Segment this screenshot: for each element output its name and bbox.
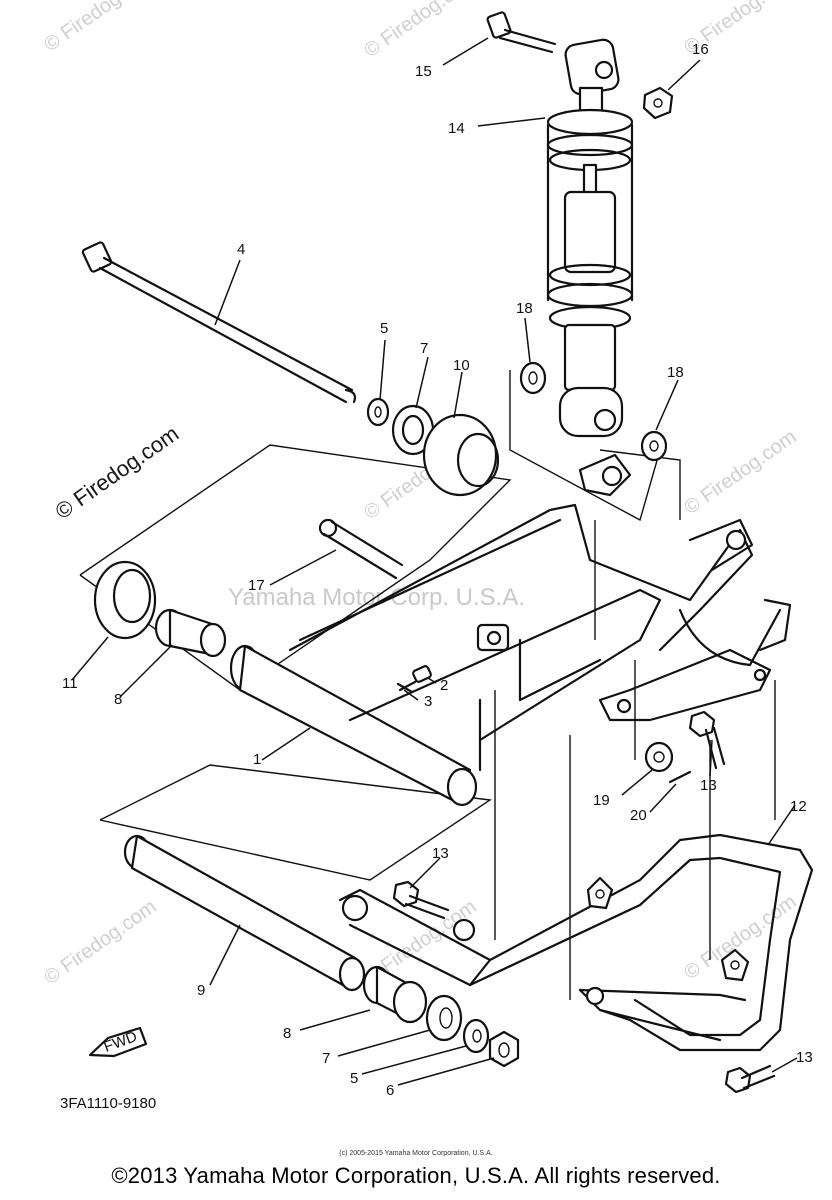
diagram-code: 3FA1110-9180 (60, 1095, 156, 1112)
watermark-center: Yamaha Motor Corp. U.S.A. (228, 584, 525, 611)
nut-16-icon (642, 86, 674, 120)
bolt-13-lower-icon (724, 1064, 776, 1094)
copyright-footer: ©2013 Yamaha Motor Corporation, U.S.A. A… (111, 1163, 721, 1188)
label-18-left: 18 (516, 300, 533, 317)
label-10: 10 (453, 357, 470, 374)
small-copyright: (c) 2005-2015 Yamaha Motor Corporation, … (339, 1150, 493, 1157)
pin-20-icon (668, 770, 692, 784)
watermark-text: © Firedog.com (40, 896, 160, 989)
label-18-right: 18 (667, 364, 684, 381)
shock-absorber-14-icon (546, 38, 634, 438)
label-13-lower: 13 (796, 1049, 813, 1066)
label-5-lower: 5 (350, 1070, 358, 1087)
label-20: 20 (630, 807, 647, 824)
label-7-upper: 7 (420, 340, 428, 357)
ring-11-icon (93, 560, 157, 640)
label-9: 9 (197, 982, 205, 999)
label-1: 1 (253, 751, 261, 768)
label-4: 4 (237, 241, 245, 258)
label-13-upper: 13 (700, 777, 717, 794)
label-19: 19 (593, 792, 610, 809)
label-17: 17 (248, 577, 265, 594)
label-8-upper: 8 (114, 691, 122, 708)
shaft-9-icon (123, 834, 366, 992)
grease-fitting-2-icon (396, 665, 432, 694)
label-5-upper: 5 (380, 320, 388, 337)
seal-7-lower-icon (425, 994, 463, 1042)
nut-6-icon (488, 1030, 520, 1068)
label-13-middle: 13 (432, 845, 449, 862)
watermark-text-dark: © Firedog.com (51, 421, 184, 524)
label-16: 16 (692, 41, 709, 58)
assembly-guide-lines (79, 370, 776, 1000)
forward-arrow-icon: FWD (88, 1026, 148, 1058)
label-6: 6 (386, 1082, 394, 1099)
label-11: 11 (62, 675, 78, 692)
bolt-13-middle-icon (392, 880, 450, 920)
washer-5-icon (366, 397, 390, 427)
label-12: 12 (790, 798, 807, 815)
label-15: 15 (415, 63, 432, 80)
guard-12-icon (338, 833, 814, 1052)
washer-5-lower-icon (462, 1018, 490, 1054)
watermark-text: © Firedog.com (40, 0, 160, 56)
watermark-layer: © Firedog.com © Firedog.com © Firedog.co… (40, 0, 800, 989)
label-14: 14 (448, 120, 465, 137)
bushing-10-icon (422, 413, 500, 497)
pin-17-icon (318, 518, 404, 580)
callout-labels: 15 16 14 4 5 7 10 18 18 17 11 8 2 3 1 19… (60, 41, 813, 1112)
label-2: 2 (440, 677, 448, 694)
label-3: 3 (424, 693, 432, 710)
label-8-lower: 8 (283, 1025, 291, 1042)
swingarm-1-icon (229, 453, 792, 807)
pivot-bolt-4-icon (81, 241, 357, 404)
bolt-15-icon (486, 11, 557, 54)
callout-leaders (71, 37, 798, 1086)
washer-19-icon (644, 741, 674, 773)
washer-18-icon (519, 361, 668, 462)
watermark-text: © Firedog.com (680, 426, 800, 519)
bushing-8-upper-icon (154, 608, 227, 658)
bolt-13-upper-icon (688, 710, 726, 770)
bushing-8-lower-icon (362, 965, 428, 1024)
label-7-lower: 7 (322, 1050, 330, 1067)
